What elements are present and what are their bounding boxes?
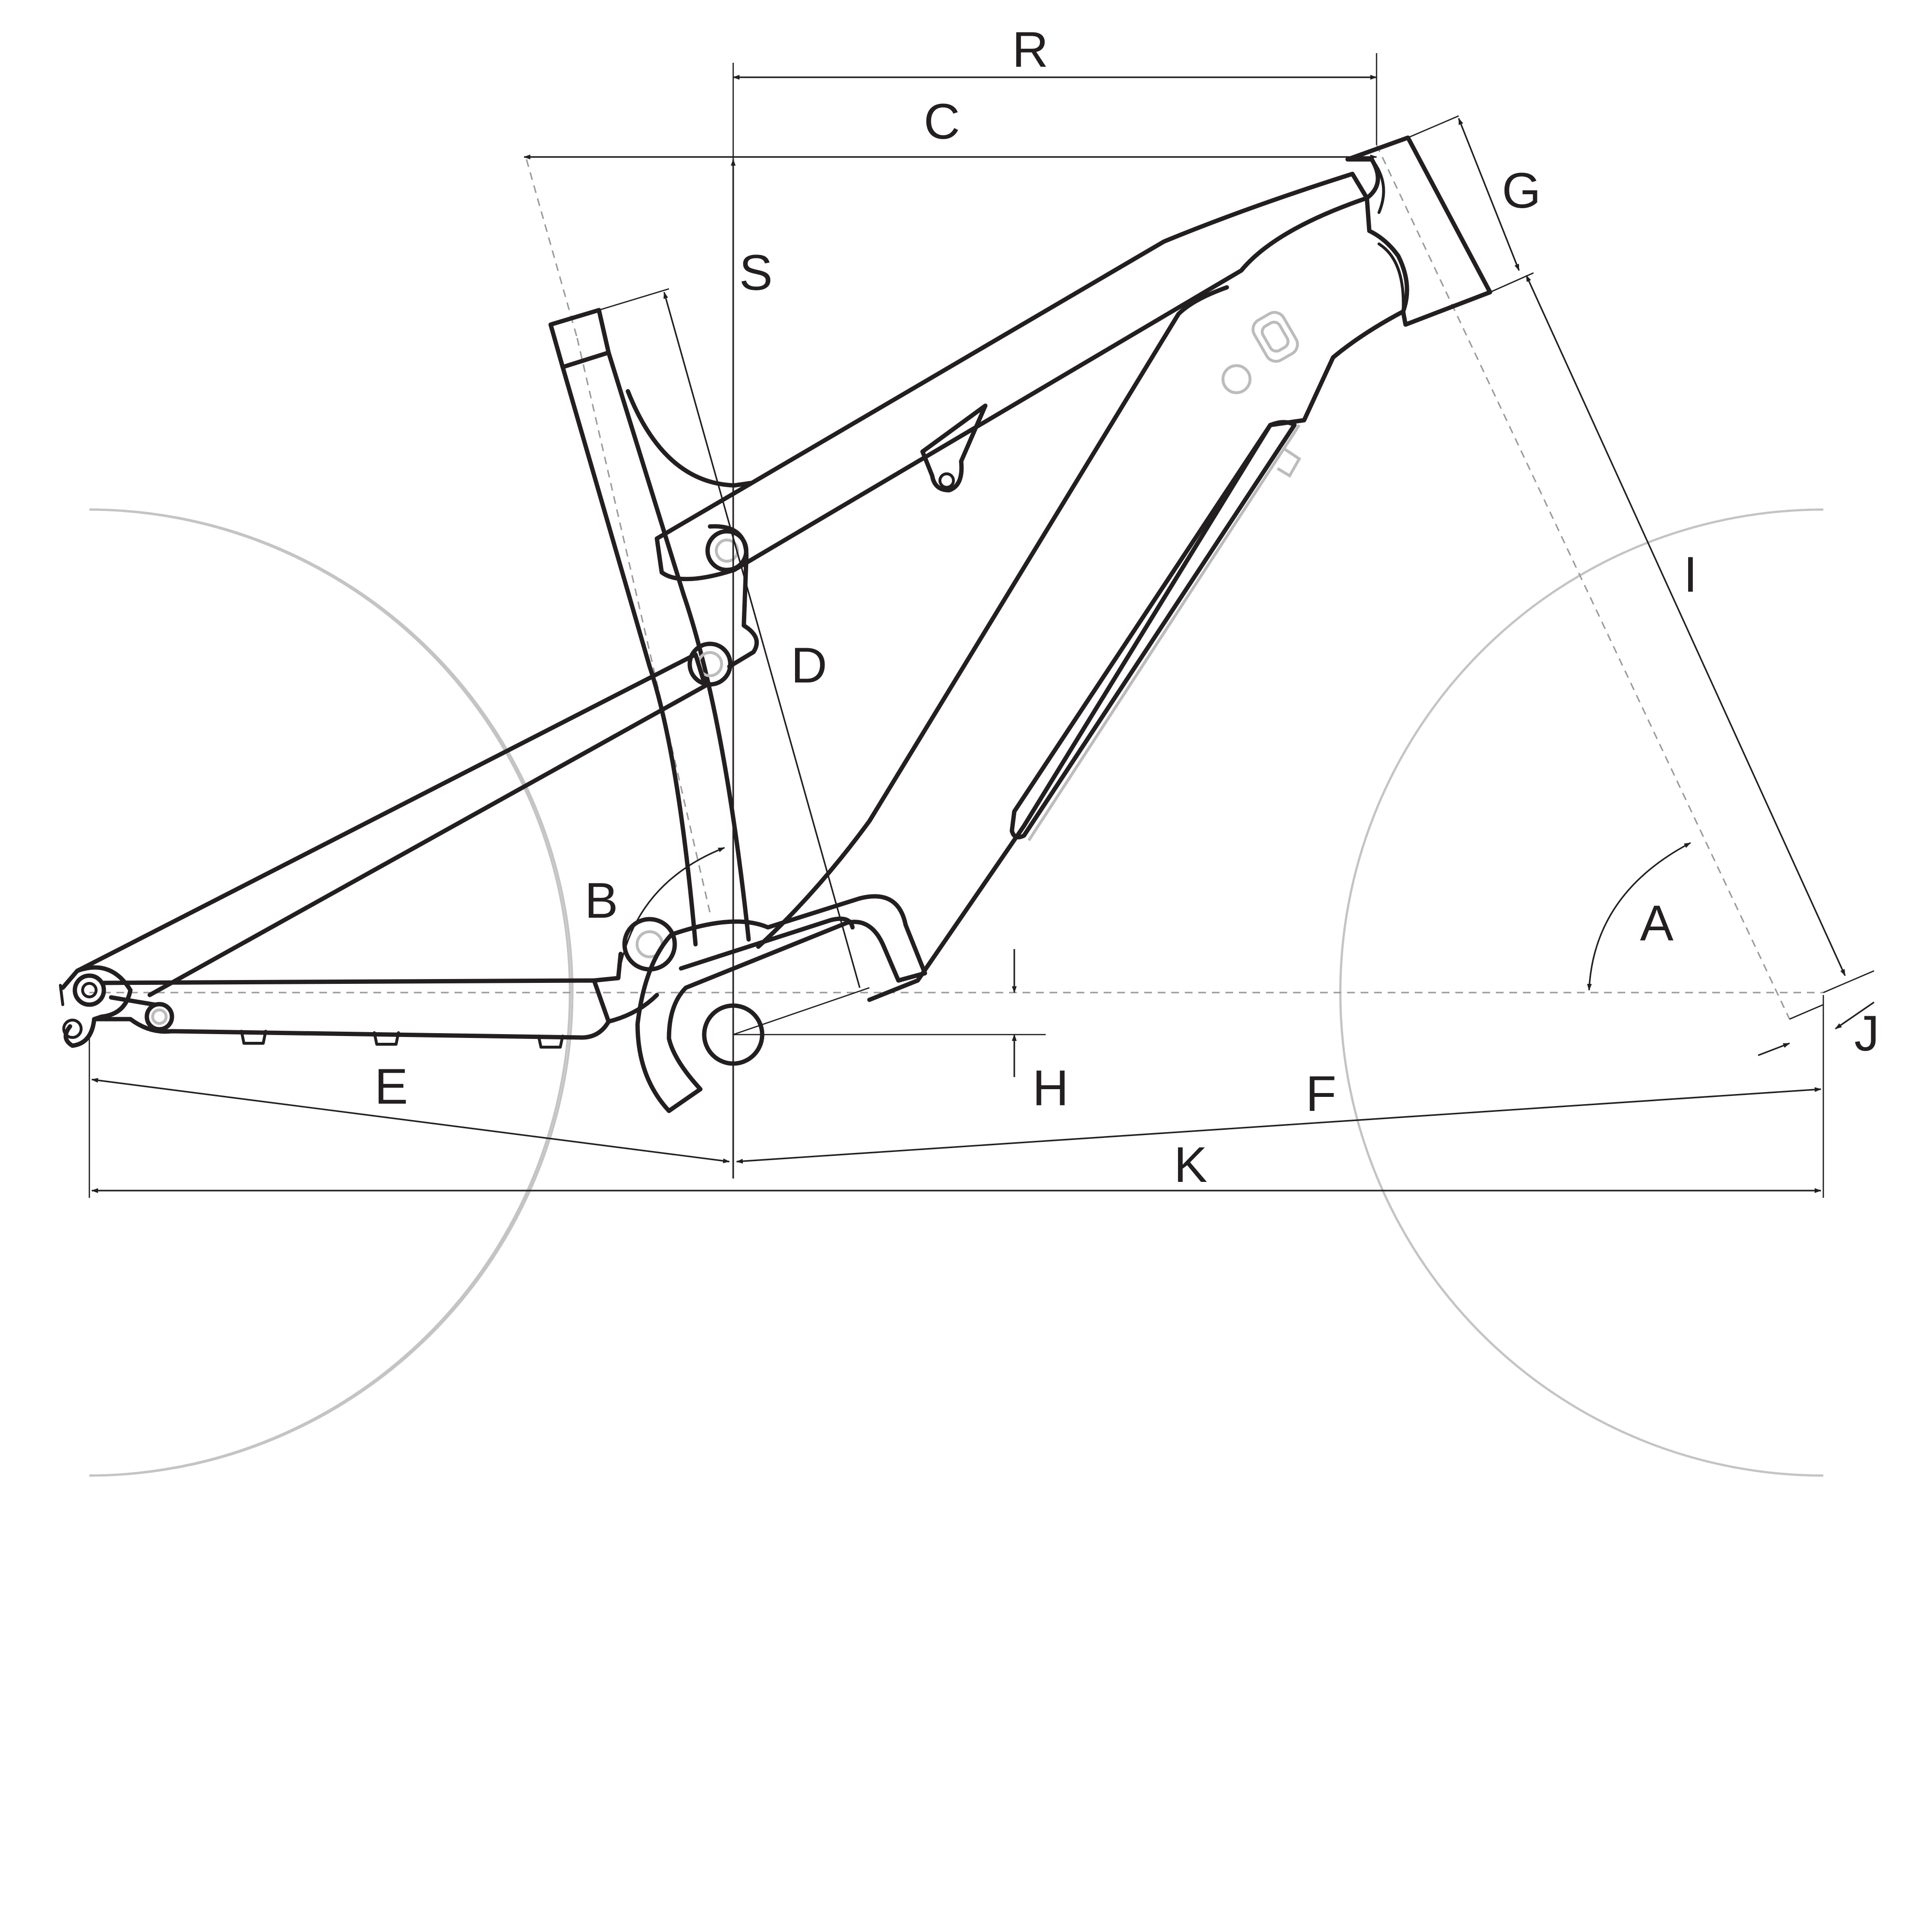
label-h: H xyxy=(1032,1060,1068,1116)
label-d: D xyxy=(791,638,827,694)
label-b: B xyxy=(584,873,618,929)
label-i: I xyxy=(1684,547,1698,603)
label-f: F xyxy=(1306,1066,1336,1122)
label-j: J xyxy=(1854,1006,1879,1062)
label-e: E xyxy=(374,1059,408,1115)
label-s: S xyxy=(739,245,772,301)
label-g: G xyxy=(1502,163,1541,219)
main-frame xyxy=(654,135,1492,1002)
dimension-lines xyxy=(88,53,1875,1198)
dimension-labels: R C S G I D B A J H E F K xyxy=(374,22,1879,1193)
rear-triangle xyxy=(59,652,708,1049)
reference-lines xyxy=(89,144,1823,1020)
seat-tube xyxy=(548,308,759,947)
brand-logo-badge xyxy=(1222,311,1299,394)
motor-mount xyxy=(635,894,927,1113)
label-c: C xyxy=(923,94,960,150)
label-a: A xyxy=(1640,895,1674,952)
label-k: K xyxy=(1174,1137,1207,1193)
label-r: R xyxy=(1012,22,1048,78)
